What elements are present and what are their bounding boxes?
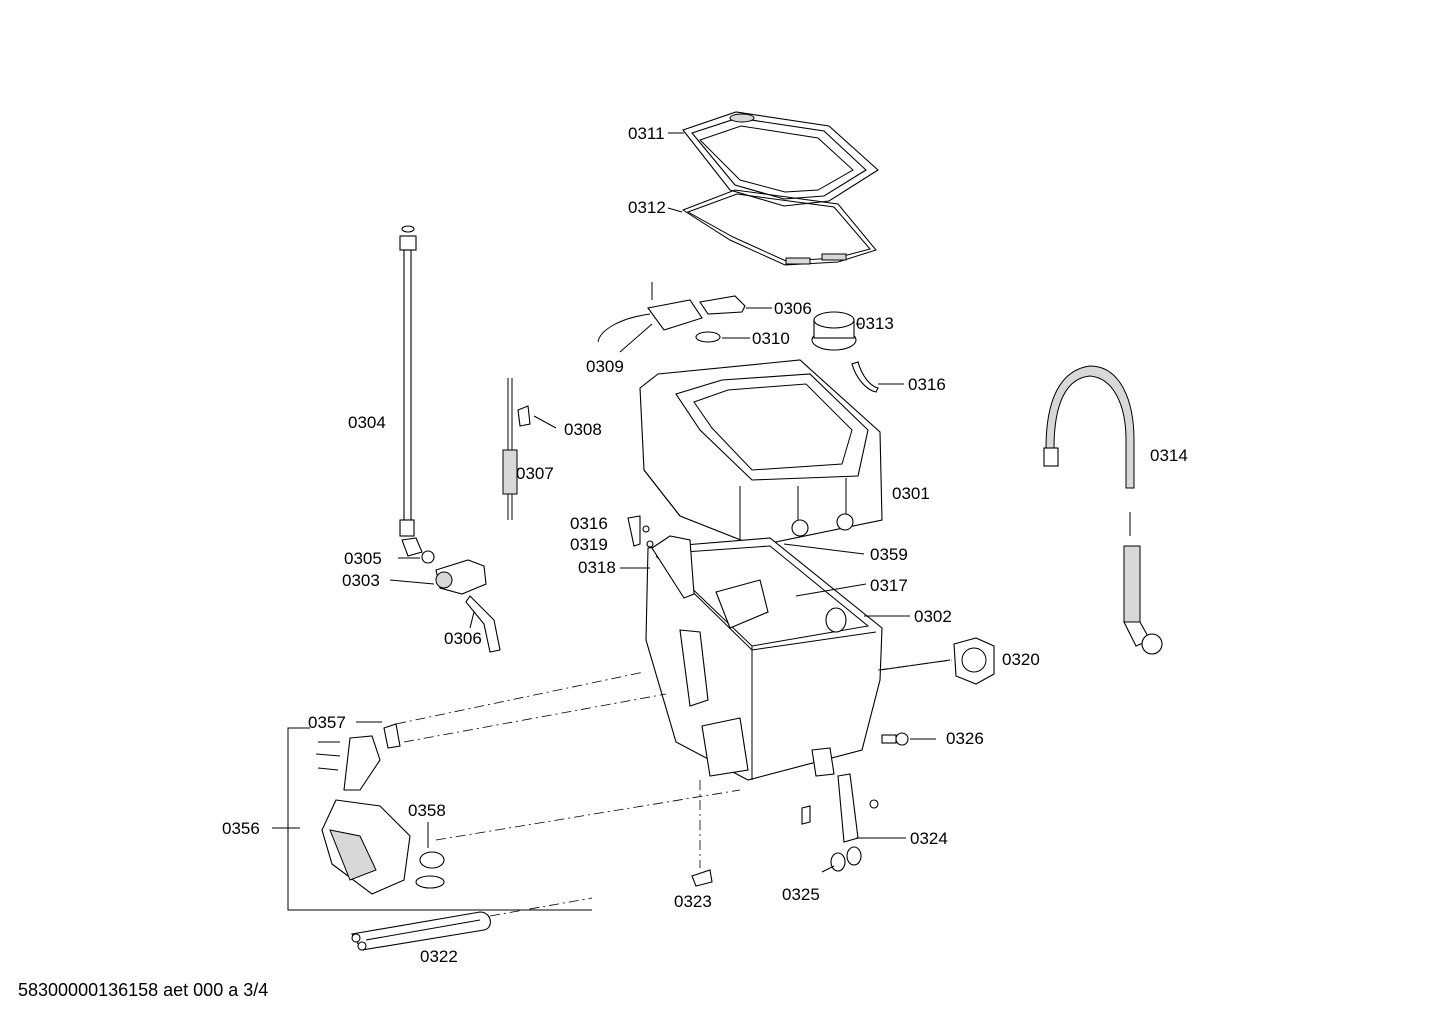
- part-0313-pressure-switch: [811, 311, 879, 393]
- label-0314: 0314: [1150, 446, 1188, 465]
- part-0356-heater-housing: [315, 723, 445, 895]
- callout-labels: 0311 0312 0306 0310 0313 0309 0316 0304 …: [222, 124, 1188, 966]
- part-0311-lid-frame: [682, 111, 879, 207]
- label-0357: 0357: [308, 713, 346, 732]
- label-0308: 0308: [564, 420, 602, 439]
- label-0325: 0325: [782, 885, 820, 904]
- label-0322: 0322: [420, 947, 458, 966]
- label-0319: 0319: [570, 535, 608, 554]
- label-0310: 0310: [752, 329, 790, 348]
- label-0316-right: 0316: [908, 375, 946, 394]
- label-0306-bottom: 0306: [444, 629, 482, 648]
- label-0309: 0309: [586, 357, 624, 376]
- label-0307: 0307: [516, 464, 554, 483]
- part-0304-inlet-hose: [399, 225, 423, 557]
- part-0326-screw: [881, 732, 909, 746]
- document-footer-code: 58300000136158 aet 000 a 3/4: [18, 980, 269, 1000]
- part-0325-caps: [830, 846, 862, 872]
- part-0302-tub: [645, 535, 883, 781]
- label-0316-left: 0316: [570, 514, 608, 533]
- part-0312-gasket: [681, 189, 877, 266]
- label-0304: 0304: [348, 413, 386, 432]
- label-0305: 0305: [344, 549, 382, 568]
- label-0323: 0323: [674, 892, 712, 911]
- label-0359: 0359: [870, 545, 908, 564]
- part-0323-clip: [691, 805, 811, 887]
- group-bracket-0356: [287, 727, 592, 911]
- leader-lines: [272, 132, 951, 873]
- part-0316-hose-small: [627, 515, 654, 548]
- part-0324-bracket: [837, 773, 879, 843]
- part-0309-sensor: [597, 282, 746, 343]
- label-0324: 0324: [910, 829, 948, 848]
- part-0322-heating-element: [351, 911, 491, 951]
- part-0303-valve: [421, 550, 501, 653]
- part-0307-spring: [502, 378, 518, 520]
- label-0311: 0311: [628, 124, 665, 143]
- label-0326: 0326: [946, 729, 984, 748]
- label-0312: 0312: [628, 198, 666, 217]
- part-0314-drain-hose: [1043, 365, 1163, 655]
- part-0320-pump: [953, 637, 995, 685]
- label-0318: 0318: [578, 558, 616, 577]
- part-0308-clip: [517, 405, 531, 427]
- part-0301-top-housing: [639, 359, 883, 547]
- label-0358: 0358: [408, 801, 446, 820]
- label-0306-top: 0306: [774, 299, 812, 318]
- label-0320: 0320: [1002, 650, 1040, 669]
- label-0301: 0301: [892, 484, 930, 503]
- label-0313: 0313: [856, 314, 894, 333]
- label-0317: 0317: [870, 576, 908, 595]
- label-0302: 0302: [914, 607, 952, 626]
- label-0356: 0356: [222, 819, 260, 838]
- label-0303: 0303: [342, 571, 380, 590]
